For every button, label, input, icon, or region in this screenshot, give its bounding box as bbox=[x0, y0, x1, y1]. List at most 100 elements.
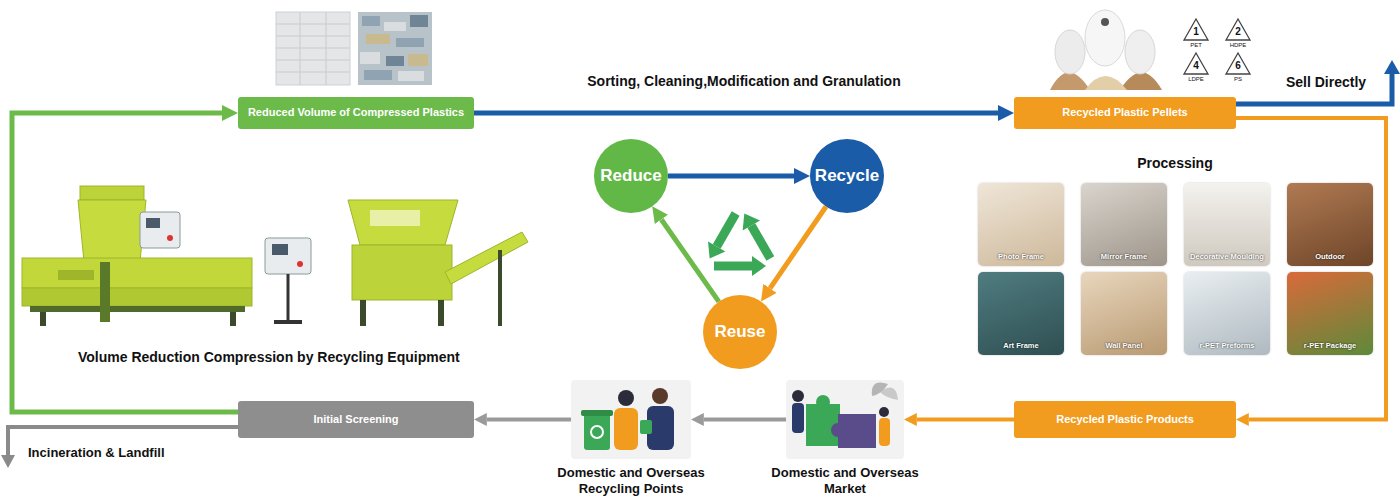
compactor-machine bbox=[445, 232, 528, 284]
plastic-bale bbox=[410, 15, 428, 27]
node-text: Reduce bbox=[600, 166, 661, 186]
compactor-machine bbox=[100, 262, 110, 322]
plastic-bale bbox=[396, 38, 424, 47]
market-illustration bbox=[880, 388, 898, 401]
process-box: Recycled Plastic Products bbox=[1014, 401, 1236, 438]
compactor-machine bbox=[80, 186, 144, 200]
plastic-bale bbox=[276, 12, 350, 85]
recycle-symbol bbox=[714, 262, 752, 271]
compactor-machine bbox=[30, 306, 245, 312]
node-text: Mirror Frame bbox=[1101, 252, 1147, 261]
pellet-pile bbox=[1085, 10, 1125, 66]
plastic-bale bbox=[364, 70, 392, 80]
plastic-bale bbox=[358, 12, 432, 85]
market-illustration bbox=[806, 404, 840, 446]
resin-code-symbol bbox=[1184, 53, 1208, 74]
flow-arrow bbox=[661, 219, 718, 301]
illustration-box: Domestic and Overseas Market bbox=[786, 380, 904, 459]
resin-code-name: PET bbox=[1181, 42, 1211, 49]
plastic-bale bbox=[300, 12, 301, 85]
resin-code-name: LDPE bbox=[1181, 76, 1211, 83]
flow-arrow bbox=[704, 418, 786, 422]
node-text: r-PET Preforms bbox=[1199, 341, 1254, 350]
people-illustration bbox=[618, 390, 634, 406]
plastic-bale bbox=[408, 54, 428, 66]
compactor-machine bbox=[274, 320, 302, 324]
cycle-circle: Reduce bbox=[594, 139, 668, 213]
compactor-machine bbox=[140, 212, 180, 248]
product-tile: Art Frame bbox=[978, 272, 1064, 355]
branch-label: Sell Directly bbox=[1266, 74, 1386, 91]
product-tile: Wall Panel bbox=[1081, 272, 1167, 355]
plastic-bale bbox=[326, 12, 327, 85]
recycle-symbol bbox=[717, 213, 736, 246]
market-illustration bbox=[838, 414, 876, 448]
equipment-caption: Volume Reduction Compression by Recyclin… bbox=[78, 349, 538, 366]
plastic-bale bbox=[398, 71, 424, 81]
compactor-machine bbox=[438, 300, 444, 326]
people-illustration bbox=[640, 420, 652, 434]
node-text: Outdoor bbox=[1315, 252, 1345, 261]
incineration-arrow bbox=[8, 427, 238, 456]
node-text: Initial Screening bbox=[314, 413, 399, 426]
recycle-symbol bbox=[736, 208, 760, 230]
compactor-machine bbox=[22, 258, 252, 288]
market-illustration bbox=[879, 407, 889, 417]
compactor-machine bbox=[360, 300, 366, 326]
flow-arrow bbox=[770, 207, 826, 289]
compactor-machine bbox=[22, 186, 252, 326]
node-text: r-PET Package bbox=[1304, 341, 1357, 350]
sell-directly-arrow bbox=[1236, 60, 1400, 104]
resin-code-number: 4 bbox=[1186, 60, 1206, 72]
flow-arrow bbox=[12, 113, 238, 412]
plastic-bale bbox=[276, 72, 350, 73]
recycle-symbol bbox=[752, 256, 766, 276]
plastic-bale bbox=[276, 48, 350, 49]
cycle-circle: Recycle bbox=[810, 139, 884, 213]
resin-code-name: PS bbox=[1223, 76, 1253, 83]
node-heading: Domestic and Overseas Recycling Points bbox=[536, 465, 726, 497]
compactor-machine bbox=[40, 312, 46, 326]
compactor-machine bbox=[287, 274, 290, 322]
resin-code-symbol bbox=[1226, 19, 1250, 40]
edge-label: Sorting, Cleaning,Modification and Granu… bbox=[534, 73, 954, 89]
node-text: Art Frame bbox=[1003, 341, 1038, 350]
compactor-machine bbox=[370, 210, 420, 226]
sell-directly-arrow bbox=[1236, 72, 1392, 104]
resin-code-symbol bbox=[1226, 53, 1250, 74]
flow-arrow bbox=[487, 418, 571, 422]
people-illustration bbox=[581, 410, 613, 416]
recycle-symbol bbox=[701, 241, 725, 263]
recycle-symbol bbox=[714, 256, 766, 276]
node-text: Photo Frame bbox=[998, 252, 1044, 261]
market-illustration bbox=[831, 423, 845, 437]
process-box: Reduced Volume of Compressed Plastics bbox=[238, 97, 474, 129]
compactor-machine bbox=[265, 238, 311, 274]
plastic-bale bbox=[362, 16, 380, 26]
plastic-bale bbox=[276, 24, 350, 25]
circle-fill bbox=[703, 295, 777, 369]
resin-code-number: 1 bbox=[1186, 26, 1206, 38]
flow-arrow bbox=[1236, 118, 1386, 419]
pellet-pile bbox=[1055, 30, 1085, 74]
node-text: Decorative Moulding bbox=[1190, 252, 1264, 261]
compactor-machine bbox=[146, 218, 160, 228]
compactor-machine bbox=[167, 235, 173, 241]
branch-label: Incineration & Landfill bbox=[28, 445, 248, 461]
product-tile: r-PET Preforms bbox=[1184, 272, 1270, 355]
people-illustration bbox=[652, 388, 668, 404]
recycle-symbol bbox=[736, 208, 779, 263]
people-illustration bbox=[584, 414, 610, 450]
compactor-machine bbox=[498, 250, 502, 326]
node-text: Recycle bbox=[815, 166, 879, 186]
incineration-arrow bbox=[1, 427, 238, 468]
plastic-bale bbox=[384, 22, 406, 31]
compactor-machine bbox=[78, 200, 146, 262]
node-heading: Domestic and Overseas Market bbox=[750, 465, 940, 497]
cycle-circle: Reuse bbox=[703, 295, 777, 369]
sell-directly-arrow bbox=[1384, 60, 1400, 74]
product-tile: r-PET Package bbox=[1287, 272, 1373, 355]
node-text: Reduced Volume of Compressed Plastics bbox=[248, 106, 464, 119]
people-illustration bbox=[647, 406, 674, 450]
compactor-machine bbox=[230, 312, 236, 326]
